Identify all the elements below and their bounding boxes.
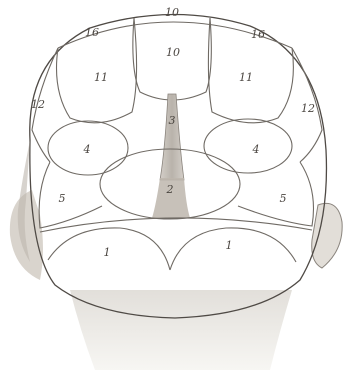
- region-base-band: [40, 218, 312, 232]
- label-left-temple: 12: [31, 98, 45, 111]
- label-center-oval: 2: [166, 183, 174, 196]
- label-right-temple: 12: [301, 102, 315, 115]
- label-upper-left-lobe: 11: [94, 71, 108, 84]
- label-right-base: 1: [226, 239, 233, 252]
- region-center-stem: [160, 94, 184, 180]
- label-top-center: 10: [165, 6, 179, 19]
- label-right-lower: 5: [280, 192, 287, 205]
- region-right-lower: [238, 162, 314, 226]
- region-right-middle: [204, 119, 292, 173]
- right-ear: [312, 203, 342, 268]
- label-right-middle: 4: [252, 143, 260, 156]
- label-upper-right-arc: 16: [251, 28, 265, 41]
- region-right-base: [170, 228, 296, 270]
- label-left-lower: 5: [59, 192, 66, 205]
- region-crown: [133, 18, 211, 100]
- label-left-base: 1: [104, 246, 111, 259]
- label-left-middle: 4: [83, 143, 91, 156]
- label-crown: 10: [166, 46, 180, 59]
- label-upper-right-lobe: 11: [239, 71, 253, 84]
- left-ear-shadow: [10, 190, 43, 280]
- label-upper-left-arc: 16: [85, 26, 99, 39]
- label-center-stem: 3: [169, 114, 176, 127]
- neck: [70, 290, 292, 370]
